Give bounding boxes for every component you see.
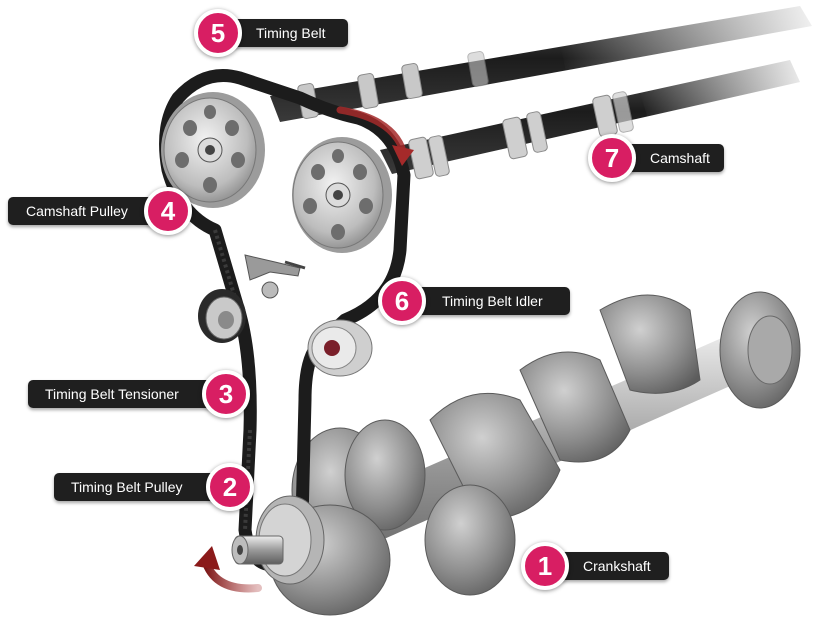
tensioner-pulley: [198, 289, 246, 343]
callout-badge: 6: [378, 277, 426, 325]
callout-badge: 3: [202, 370, 250, 418]
callout-label: Camshaft Pulley: [8, 197, 158, 225]
crank-timing-pulley: [231, 495, 325, 585]
callout-badge: 1: [521, 542, 569, 590]
crankshaft: [260, 291, 801, 616]
camshaft-pulley-right: [292, 137, 392, 253]
camshaft-pulley-left: [161, 92, 265, 208]
tensioner-bracket: [244, 254, 306, 299]
callout-label: Timing Belt Tensioner: [28, 380, 214, 408]
camshaft-lower: [380, 56, 812, 180]
callout-label: Timing Belt Pulley: [54, 473, 219, 501]
callout-badge: 7: [588, 134, 636, 182]
callout-badge: 5: [194, 9, 242, 57]
rotation-arrow-camshaft: [336, 106, 414, 166]
camshaft-upper: [270, 0, 820, 122]
callout-badge: 4: [144, 187, 192, 235]
rotation-arrow-crankshaft: [194, 546, 262, 593]
idler-pulley: [307, 319, 373, 377]
callout-label: Timing Belt Idler: [402, 287, 570, 315]
callout-badge: 2: [206, 463, 254, 511]
